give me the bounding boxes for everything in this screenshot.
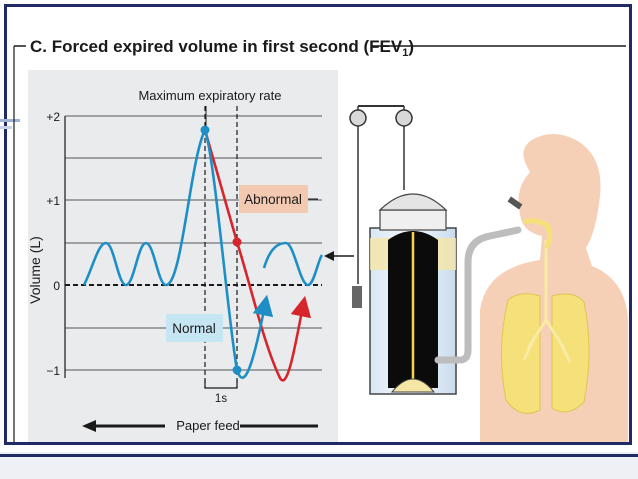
abnormal-fev1-point <box>232 237 242 247</box>
airway-upper <box>523 218 553 250</box>
abnormal-label: Abnormal <box>244 192 302 207</box>
abnormal-trace <box>203 129 312 382</box>
right-lung <box>551 293 590 413</box>
y-tick-plus2: +2 <box>46 110 60 124</box>
normal-fev1-point <box>232 365 242 375</box>
normal-label-box <box>166 314 223 342</box>
y-axis-label: Volume (L) <box>27 236 43 304</box>
peak-point <box>200 125 210 135</box>
normal-trace <box>82 126 274 379</box>
bell-dome <box>378 193 448 211</box>
slide-accent-mark <box>0 114 20 134</box>
figure-title: C. Forced expired volume in first second… <box>30 37 414 59</box>
spirometer-apparatus <box>349 105 457 395</box>
airway-tree <box>522 240 572 363</box>
tank-collar <box>379 209 447 231</box>
one-second-label: 1s <box>215 393 227 405</box>
plot-title: Maximum expiratory rate <box>138 88 281 103</box>
y-tick-zero: 0 <box>53 279 60 293</box>
recorder-pointer-head <box>324 251 334 261</box>
plot-background <box>28 70 338 442</box>
normal-label: Normal <box>172 321 216 336</box>
y-tick-minus1: −1 <box>46 364 60 378</box>
one-second-bracket <box>204 380 238 389</box>
pulley-right <box>395 109 413 127</box>
paper-feed-label: Paper feed <box>176 418 240 433</box>
recording-pen <box>352 286 362 308</box>
abnormal-label-box <box>239 185 308 213</box>
normal-trace-right <box>262 241 324 287</box>
figure-title-group: C. Forced expired volume in first second… <box>13 37 626 442</box>
nose-clip <box>507 196 523 210</box>
breathing-hose <box>434 226 522 364</box>
y-tick-plus1: +1 <box>46 194 60 208</box>
left-lung <box>500 293 541 414</box>
pulley-left <box>349 109 367 127</box>
patient-figure <box>480 134 628 442</box>
tank-base <box>390 378 436 393</box>
slide-footer-bar <box>0 452 638 479</box>
paper-feed-arrow-head <box>82 420 96 432</box>
